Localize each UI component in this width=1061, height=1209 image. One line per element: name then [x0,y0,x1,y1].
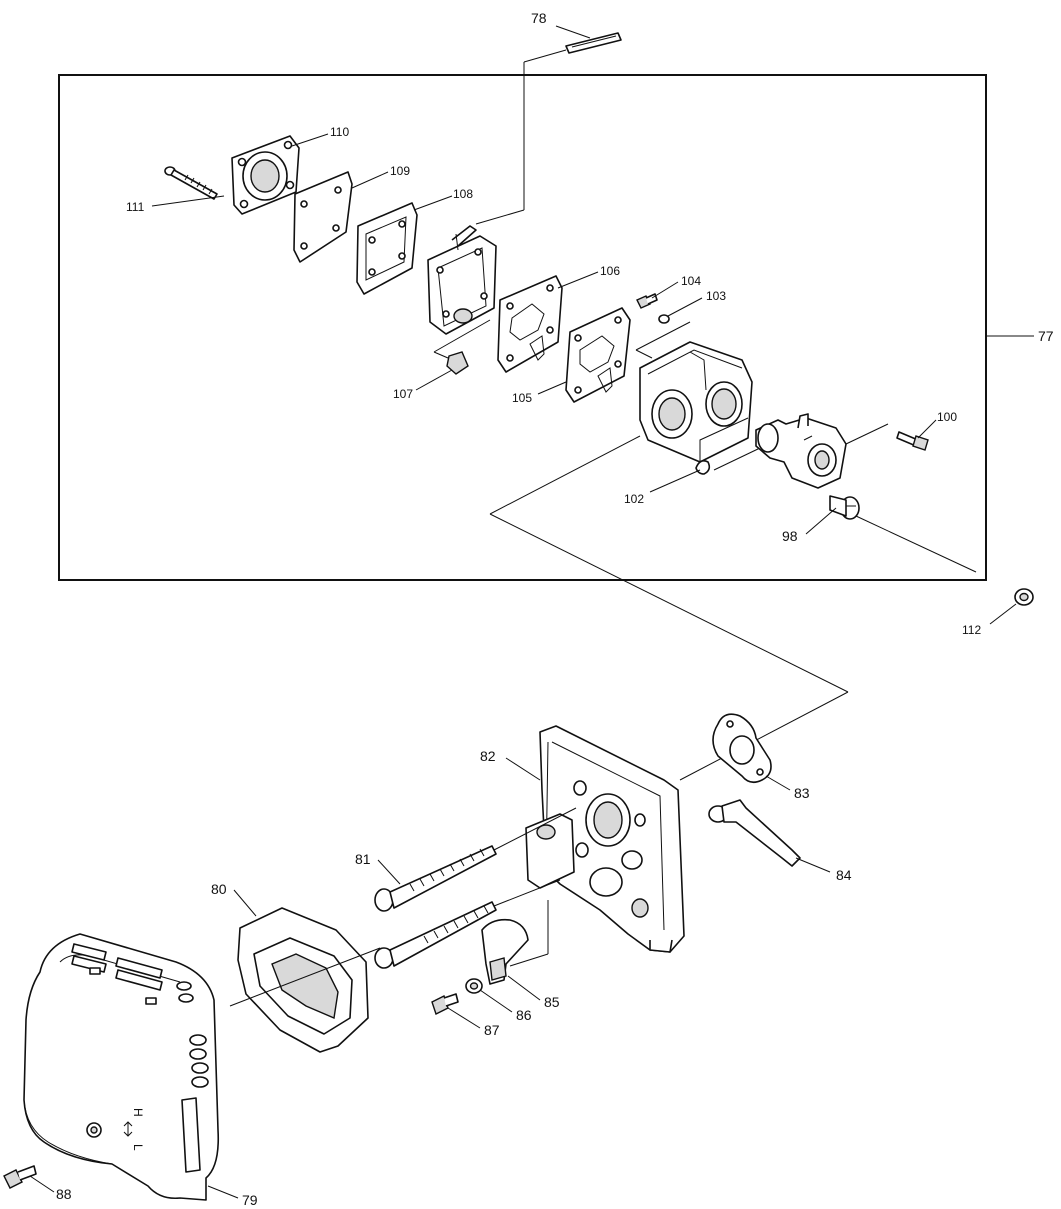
part-112-washer [1014,588,1034,606]
cover-l-mark: L [131,1144,145,1151]
part-82-intake-body [525,725,685,953]
label-105: 105 [512,391,532,405]
label-109: 109 [390,164,410,178]
label-83: 83 [794,785,810,801]
part-78-pin [565,32,622,54]
label-102: 102 [624,492,644,506]
label-85: 85 [544,994,560,1010]
label-103: 103 [706,289,726,303]
part-103-o-ring [658,314,670,324]
part-88-screw [3,1165,37,1189]
part-108-diaphragm [356,202,418,295]
part-long-bolt [374,901,497,969]
part-100-screw [896,431,929,451]
part-pump-cover [427,225,497,335]
label-104: 104 [681,274,701,288]
part-104-screw [636,293,658,309]
part-83-gasket [712,713,772,784]
part-111-screw [164,166,218,200]
label-112: 112 [962,623,981,637]
part-86-washer [465,978,483,994]
label-111: 111 [126,200,145,214]
part-85-choke-lever [481,918,529,985]
part-80-air-filter-foam [237,907,369,1053]
part-105-gasket [565,307,631,403]
label-108: 108 [453,187,473,201]
label-98: 98 [782,528,798,544]
part-98-screw [829,495,860,520]
part-110-gasket [231,135,300,215]
label-87: 87 [484,1022,500,1038]
part-102-clip [695,460,711,475]
leader-lines [29,25,1034,1199]
label-100: 100 [937,410,957,424]
label-77: 77 [1038,328,1054,344]
label-81: 81 [355,851,371,867]
label-80: 80 [211,881,227,897]
part-throttle-body [755,413,847,489]
label-79: 79 [242,1192,258,1208]
part-84-lever [708,799,801,867]
label-110: 110 [330,125,349,139]
label-86: 86 [516,1007,532,1023]
label-107: 107 [393,387,413,401]
part-109-diaphragm [293,171,353,263]
label-106: 106 [600,264,620,278]
part-107-filter [446,351,469,375]
part-81-bolt [374,845,497,912]
part-87-screw [431,993,459,1015]
label-82: 82 [480,748,496,764]
part-79-air-cleaner-cover: H L [23,933,220,1201]
carburetor-kit-frame [58,74,987,581]
part-carburetor-body [639,341,753,463]
part-106-gasket [497,275,563,373]
cover-h-mark: H [131,1108,145,1117]
label-84: 84 [836,867,852,883]
label-78: 78 [531,10,547,26]
label-88: 88 [56,1186,72,1202]
